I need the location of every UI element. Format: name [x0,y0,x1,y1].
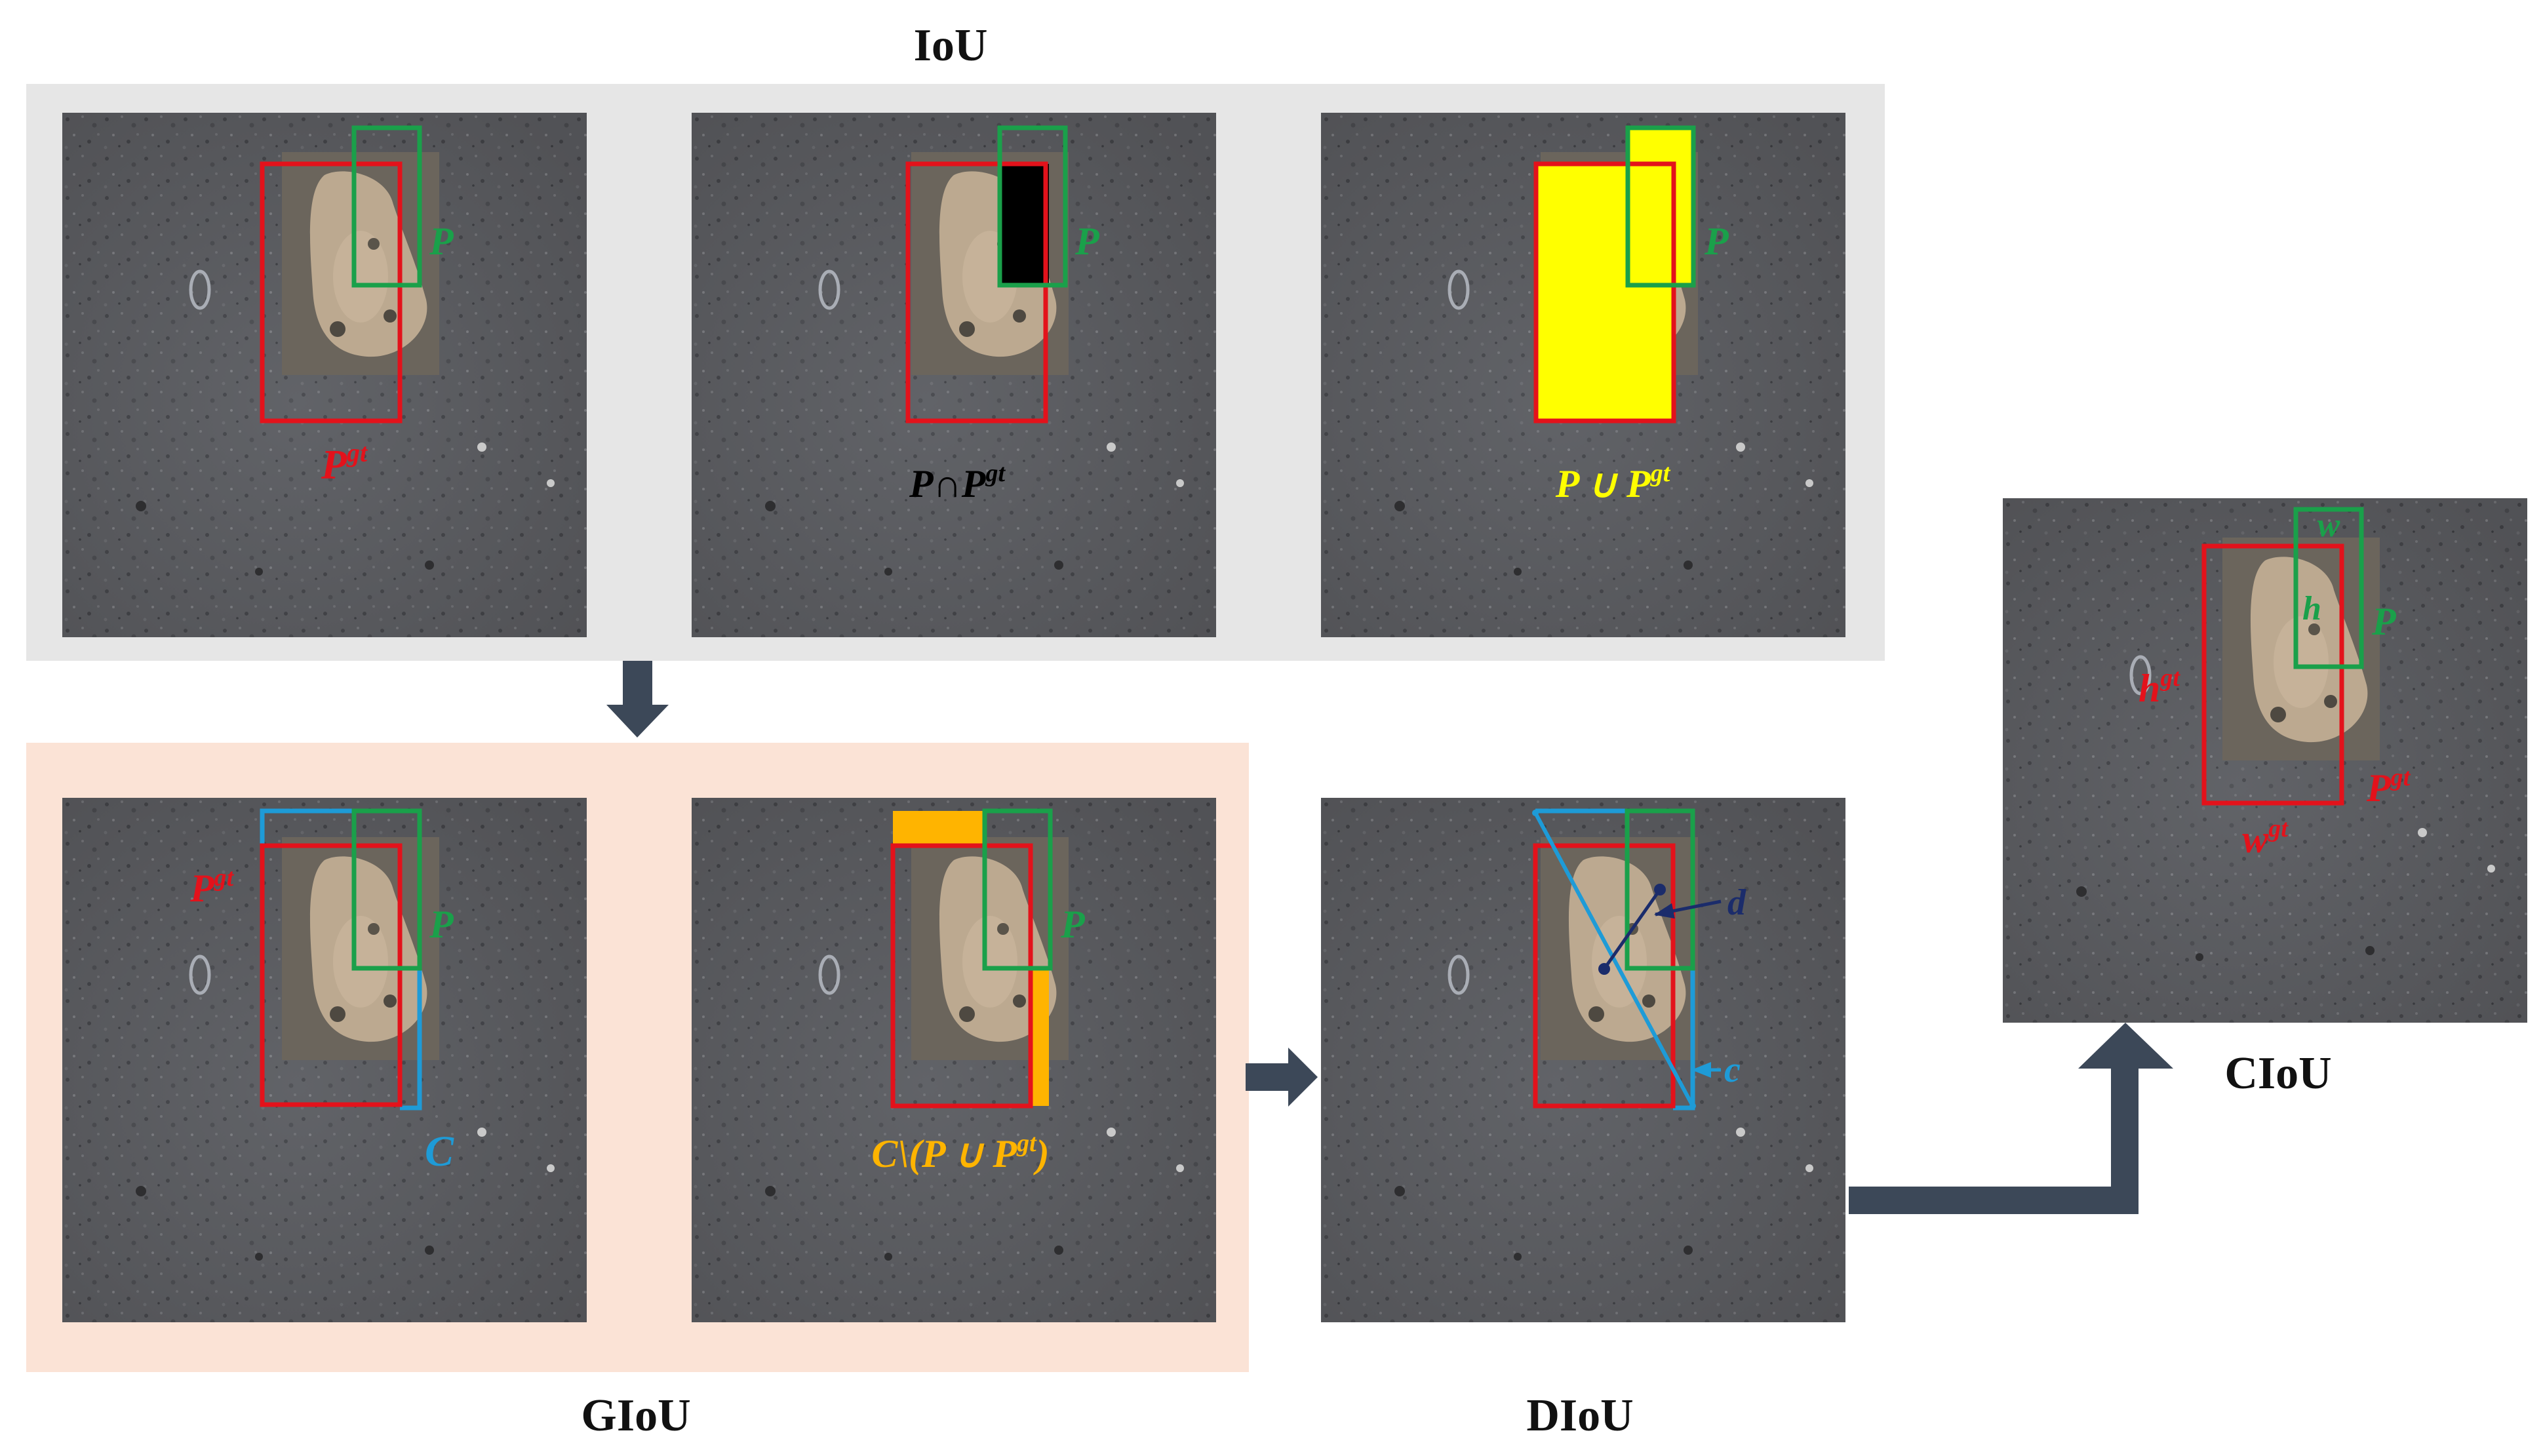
intersection-fill [1000,164,1049,285]
giou-photo-enclosing: Pgt P C [62,798,587,1322]
prediction-box [982,808,1053,971]
label-p: P [2371,600,2397,643]
label-pgt: Pgt [189,864,235,910]
ground-truth-box [260,161,403,423]
prediction-box [351,125,422,288]
p-center-point [1654,884,1666,895]
diagonal-c [1532,810,1696,1109]
label-intersection: P∩Pgt [909,460,1006,505]
iou-photo-ground-truth: P Pgt [62,113,587,637]
label-p: P [1704,220,1729,263]
label-hgt: hgt [2139,664,2180,710]
label-p: P [1074,220,1100,263]
ground-truth-box [890,843,1033,1109]
ground-truth-box [905,161,1048,423]
label-pgt: Pgt [2366,764,2411,810]
label-c-minus-union: C\(P ∪ Pgt) [871,1130,1049,1175]
arrow-iou-to-giou [606,661,669,738]
diou-title: DIoU [1526,1390,1633,1441]
giou-title: GIoU [581,1390,690,1441]
union-fill-p [1628,128,1693,285]
prediction-box [1625,125,1696,288]
ground-truth-box [2201,543,2344,806]
iou-photo-intersection: P P∩Pgt [692,113,1216,637]
ciou-title: CIoU [2224,1048,2331,1099]
label-h: h [2302,590,2321,627]
d-pointer [1654,899,1722,919]
arrow-giou-to-diou [1246,1048,1318,1107]
prediction-box [2293,507,2364,669]
iou-title: IoU [914,20,988,71]
gt-center-point [1598,963,1610,975]
iou-photo-union: P P ∪ Pgt [1321,113,1845,637]
label-p: P [429,220,454,263]
prediction-box [997,125,1068,288]
label-d: d [1727,882,1746,923]
giou-photo-excess: P C\(P ∪ Pgt) [692,798,1216,1322]
label-p: P [429,903,454,946]
ground-truth-box [1533,161,1676,423]
prediction-box [351,808,422,971]
label-c: c [1724,1050,1741,1090]
arrow-diou-to-ciou [1849,1023,2173,1214]
label-pgt: Pgt [321,438,368,488]
label-w: w [2317,507,2340,544]
ciou-photo: w h P hgt Pgt wgt [2003,498,2527,1023]
ground-truth-box [260,843,403,1107]
excess-top-fill [893,811,985,846]
label-union: P ∪ Pgt [1555,460,1671,505]
label-p: P [1060,903,1086,946]
label-wgt: wgt [2242,815,2289,861]
label-c: C [425,1128,454,1175]
center-distance-d [1602,888,1662,970]
diou-photo: d c [1321,798,1845,1322]
